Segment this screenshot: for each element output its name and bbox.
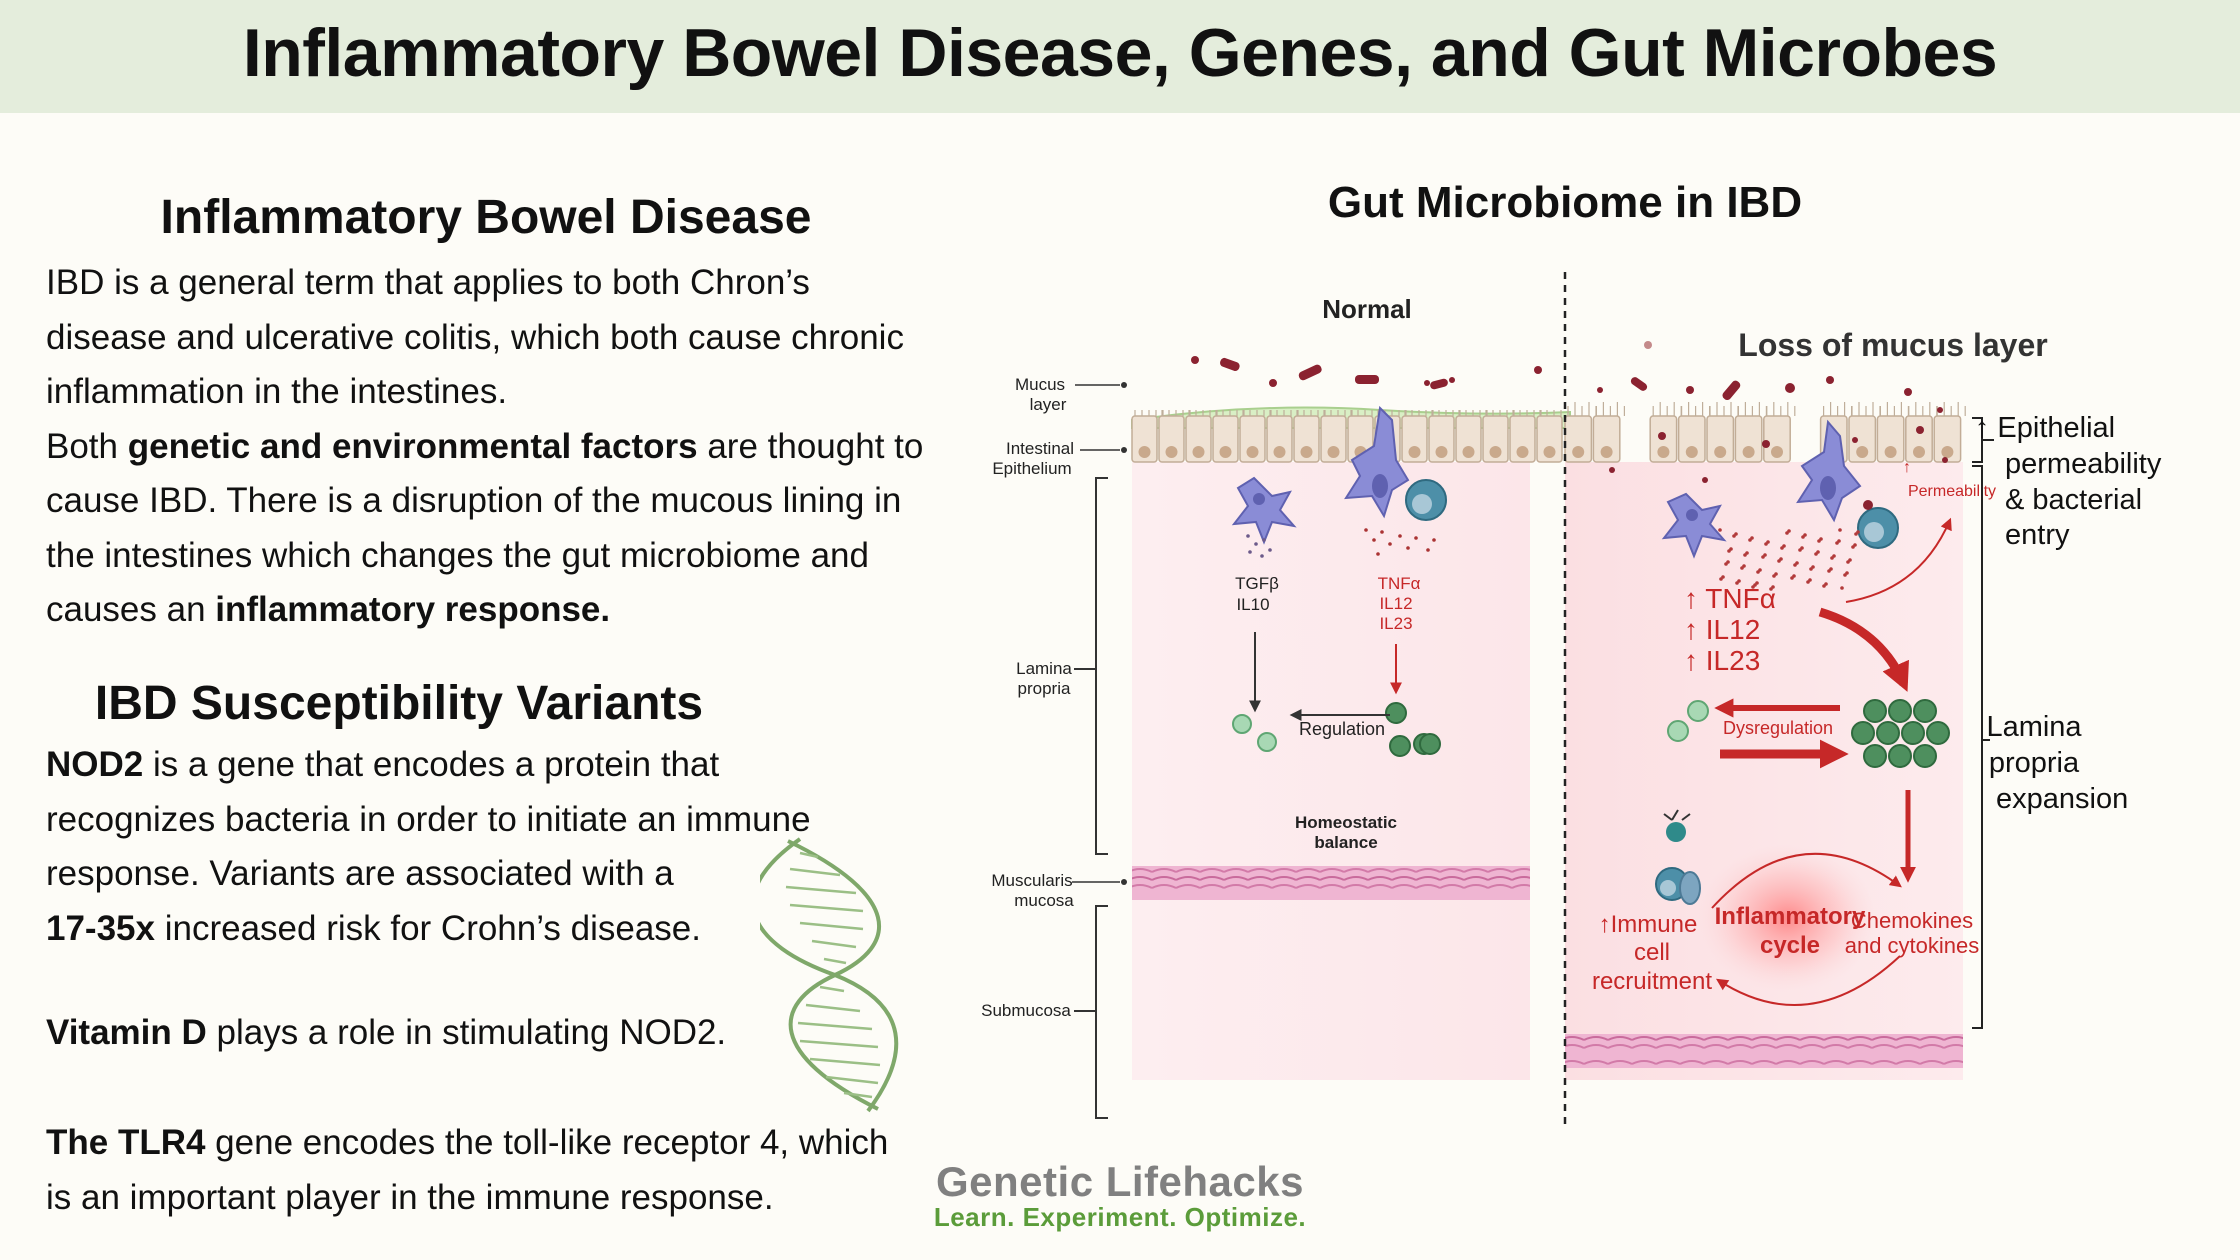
t-cell-normal bbox=[1405, 479, 1447, 521]
svg-text:propria: propria bbox=[1018, 679, 1071, 698]
text-line: causes an inflammatory response. bbox=[46, 590, 611, 629]
cytokine-dots-normal bbox=[1246, 528, 1436, 558]
nod2-paragraph: NOD2 is a gene that encodes a protein th… bbox=[46, 738, 986, 956]
macrophage-ibd bbox=[1796, 419, 1862, 523]
svg-text:Muscularis: Muscularis bbox=[991, 871, 1072, 890]
svg-text:Intestinal: Intestinal bbox=[1006, 439, 1074, 458]
immune-label-1: ↑Immune bbox=[1599, 911, 1698, 938]
text-line: Both genetic and environmental factors a… bbox=[46, 426, 924, 466]
side-expansion-1: Lamina bbox=[1986, 711, 2082, 743]
title-bar bbox=[0, 0, 2240, 113]
epithelium-normal bbox=[1131, 410, 1569, 463]
ibd-heading: Inflammatory Bowel Disease bbox=[160, 191, 812, 244]
gut-microbiome-diagram: Gut Microbiome in IBD Normal Loss of muc… bbox=[981, 178, 2162, 1130]
muscularis-ibd bbox=[1565, 1034, 1963, 1068]
svg-text:Epithelium: Epithelium bbox=[992, 459, 1071, 478]
brand-name: Genetic Lifehacks bbox=[936, 1158, 1304, 1205]
text-line: the intestines which changes the gut mic… bbox=[46, 535, 869, 575]
text-line: The TLR4 gene encodes the toll-like rece… bbox=[46, 1123, 889, 1162]
effector-cells-normal bbox=[1385, 702, 1441, 757]
cycle-arrow-top bbox=[1711, 852, 1902, 909]
vitamin-d-paragraph: Vitamin D plays a role in stimulating NO… bbox=[46, 1006, 986, 1061]
epithelium-ibd bbox=[1564, 402, 1966, 463]
macrophage-normal bbox=[1344, 405, 1410, 519]
side-expansion-2: propria bbox=[1989, 747, 2080, 779]
inflammation-glow bbox=[1698, 844, 1878, 992]
tlr4-paragraph: The TLR4 gene encodes the toll-like rece… bbox=[46, 1116, 986, 1225]
permeability-arrow bbox=[1845, 517, 1952, 603]
layer-labels: Mucus layer Intestinal Epithelium Lamina… bbox=[981, 375, 1127, 1020]
svg-text:Submucosa: Submucosa bbox=[981, 1001, 1071, 1020]
cycle-label-1: Inflammatory bbox=[1715, 903, 1866, 930]
effector-cells-ibd bbox=[1851, 699, 1950, 768]
dendritic-cell-ibd bbox=[1661, 492, 1727, 559]
svg-text:mucosa: mucosa bbox=[1014, 891, 1074, 910]
tgfb-label: TGFβ bbox=[1235, 574, 1279, 593]
chemokines-label-1: Chemokines bbox=[1851, 908, 1973, 933]
text-line: cause IBD. There is a disruption of the … bbox=[46, 481, 902, 520]
text-line: recognizes bacteria in order to initiate… bbox=[46, 799, 811, 839]
immune-cells-recruited bbox=[1655, 809, 1701, 905]
permeability-arrow-label: ↑ bbox=[1903, 459, 1911, 476]
chemokines-label-2: and cytokines bbox=[1845, 933, 1980, 958]
ibd-tnfa-label: ↑ TNFα bbox=[1684, 583, 1776, 614]
dna-helix-icon bbox=[760, 837, 899, 1113]
layer-brackets bbox=[1074, 477, 1108, 1119]
immune-label-3: recruitment bbox=[1592, 968, 1712, 995]
immune-label-2: cell bbox=[1634, 939, 1670, 966]
ibd-il23-label: ↑ IL23 bbox=[1684, 645, 1760, 676]
il23-label-normal: IL23 bbox=[1379, 614, 1412, 633]
ibd-il12-label: ↑ IL12 bbox=[1684, 614, 1760, 645]
treg-cells-ibd bbox=[1667, 700, 1709, 742]
homeostatic-label-1: Homeostatic bbox=[1295, 813, 1397, 832]
lamina-propria-normal bbox=[1132, 462, 1530, 1080]
cycle-arrow-bottom bbox=[1715, 955, 1901, 1006]
svg-text:Mucus: Mucus bbox=[1015, 375, 1065, 394]
text-line: 17-35x increased risk for Crohn’s diseas… bbox=[46, 908, 701, 948]
tnfa-label-normal: TNFα bbox=[1378, 574, 1421, 593]
dysregulation-label: Dysregulation bbox=[1723, 718, 1833, 738]
cytokine-to-effector-arrow bbox=[1818, 607, 1909, 692]
svg-text:Lamina: Lamina bbox=[1016, 659, 1072, 678]
permeability-label: Permeability bbox=[1908, 483, 1996, 500]
permeability-bracket bbox=[1972, 417, 1994, 463]
muscularis-normal bbox=[1132, 866, 1530, 900]
cytokine-dots-ibd bbox=[1718, 528, 1860, 591]
side-permeability-4: entry bbox=[2005, 519, 2070, 551]
text-line: response. Variants are associated with a bbox=[46, 854, 674, 893]
text-line: inflammation in the intestines. bbox=[46, 372, 508, 411]
il10-label: IL10 bbox=[1236, 595, 1269, 614]
svg-text:layer: layer bbox=[1030, 395, 1067, 414]
homeostatic-label-2: balance bbox=[1314, 833, 1377, 852]
cycle-label-2: cycle bbox=[1760, 932, 1820, 959]
text-line: NOD2 is a gene that encodes a protein th… bbox=[46, 745, 720, 784]
text-line: Vitamin D plays a role in stimulating NO… bbox=[46, 1013, 727, 1052]
side-expansion-3: expansion bbox=[1996, 783, 2128, 815]
expansion-bracket bbox=[1972, 465, 1990, 1029]
text-line: is an important player in the immune res… bbox=[46, 1177, 774, 1217]
page-title: Inflammatory Bowel Disease, Genes, and G… bbox=[242, 15, 1998, 91]
bacteria bbox=[1191, 341, 1948, 505]
dendritic-cell-normal bbox=[1231, 476, 1297, 545]
side-permeability-2: permeability bbox=[2005, 448, 2162, 480]
variants-heading: IBD Susceptibility Variants bbox=[94, 677, 704, 730]
il12-label-normal: IL12 bbox=[1379, 594, 1412, 613]
t-cell-ibd bbox=[1857, 500, 1899, 549]
diagram-heading: Gut Microbiome in IBD bbox=[1328, 178, 1802, 227]
ibd-paragraph: IBD is a general term that applies to bo… bbox=[46, 256, 986, 638]
text-line: IBD is a general term that applies to bo… bbox=[46, 263, 810, 302]
normal-label: Normal bbox=[1322, 294, 1412, 324]
side-permeability-1: ↑ Epithelial bbox=[1975, 412, 2115, 444]
brand-logo: Genetic Lifehacks Learn. Experiment. Opt… bbox=[920, 1158, 1320, 1233]
brand-tagline: Learn. Experiment. Optimize. bbox=[933, 1202, 1307, 1232]
loss-label: Loss of mucus layer bbox=[1738, 327, 2047, 363]
regulation-label: Regulation bbox=[1299, 719, 1385, 739]
side-permeability-3: & bacterial bbox=[2005, 484, 2142, 516]
treg-cells-normal bbox=[1232, 714, 1277, 752]
text-line: disease and ulcerative colitis, which bo… bbox=[46, 317, 904, 357]
